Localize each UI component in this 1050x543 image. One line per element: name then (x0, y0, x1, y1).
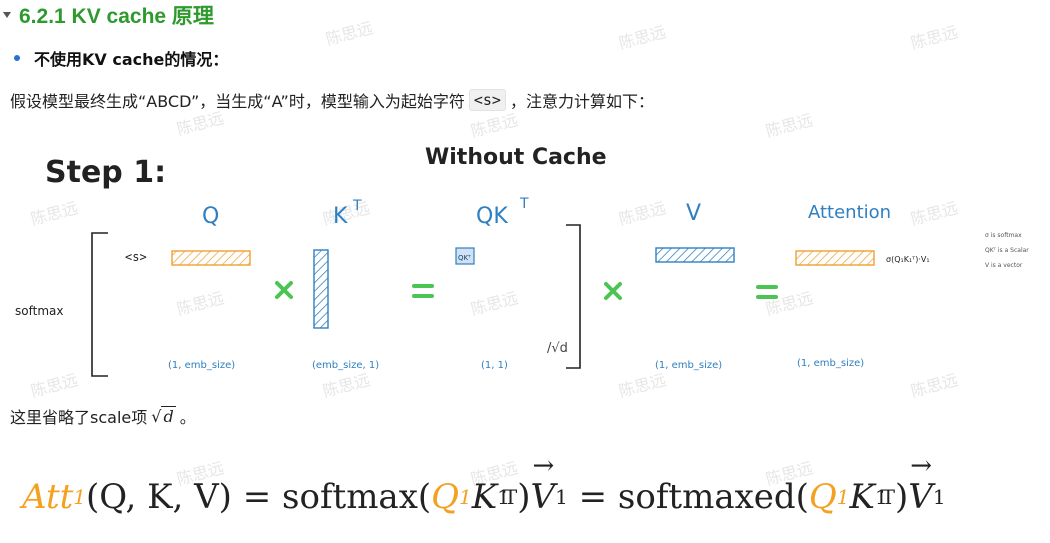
watermark: 陈思远 (616, 22, 669, 53)
k-symbol-2: K (849, 477, 875, 517)
paragraph: 假设模型最终生成“ABCD”，当生成“A”时，模型输入为起始字符 <s> ，注意… (10, 88, 654, 112)
legend-line-3: V is a vector (985, 262, 1023, 269)
softmax-label: softmax (15, 304, 63, 318)
legend-line-1: σ is softmax (985, 232, 1022, 239)
formula-args: (Q, K, V) = softmax( (86, 477, 432, 517)
col-att-label: Attention (808, 202, 891, 223)
scale-sqrt-d: /√d (547, 341, 568, 356)
collapse-caret-icon[interactable] (3, 12, 11, 18)
scale-note-end: 。 (179, 408, 196, 427)
sqrt-d: √d (151, 405, 176, 426)
formula-close-2: ) (895, 477, 909, 517)
multiply-icon (604, 282, 622, 300)
bullet-dot-icon (14, 55, 20, 61)
radical-sign: √ (151, 406, 162, 426)
inline-code: <s> (468, 89, 506, 111)
watermark: 陈思远 (908, 22, 961, 53)
bullet-text: 不使用KV cache的情况： (34, 50, 229, 69)
qkt-cell-label: QKᵀ (458, 254, 471, 262)
q-vector (171, 250, 251, 266)
scale-note-text: 这里省略了scale项 (10, 408, 148, 427)
formula-eq2: = softmaxed( (567, 477, 809, 517)
attention-expression: σ(Q₁K₁ᵀ)·V₁ (886, 255, 930, 264)
v-vector-symbol-2: V (908, 451, 933, 517)
section-heading[interactable]: 6.2.1 KV cache 原理 (0, 0, 214, 30)
shape-v: (1, emb_size) (655, 360, 722, 371)
equals-icon (756, 285, 778, 299)
figure-title: Without Cache (425, 145, 607, 170)
shape-q: (1, emb_size) (168, 360, 235, 371)
q-symbol: Q (431, 477, 460, 517)
att-symbol: Att (22, 477, 74, 517)
col-v-label: V (686, 201, 701, 226)
paragraph-text-after: ，注意力计算如下： (509, 92, 654, 111)
attention-vector (795, 250, 875, 266)
left-bracket (91, 232, 108, 377)
bullet-item: 不使用KV cache的情况： (14, 46, 228, 70)
qkt-scalar-cell (455, 247, 475, 265)
multiply-icon (275, 281, 293, 299)
watermark: 陈思远 (323, 18, 376, 49)
equals-icon (412, 284, 434, 298)
shape-qkt: (1, 1) (481, 360, 508, 371)
q-subscript-2: 1 (836, 485, 850, 509)
v-subscript: 1 (555, 485, 568, 509)
radicand: d (161, 405, 176, 426)
col-kt-sup: T (352, 198, 362, 214)
k-subscript-2: 1 (874, 485, 888, 509)
v-subscript-2: 1 (932, 485, 946, 509)
k-superscript-2: T (881, 485, 896, 509)
v-vector-symbol: V (531, 451, 556, 517)
paragraph-text-before: 假设模型最终生成“ABCD”，当生成“A”时，模型输入为起始字符 (10, 92, 465, 111)
v-vector (655, 247, 735, 263)
k-superscript: T (503, 485, 518, 509)
kt-vector (313, 249, 329, 329)
q-subscript: 1 (459, 485, 472, 509)
token-label: <s> (125, 250, 147, 264)
shape-kt: (emb_size, 1) (312, 360, 379, 371)
att-subscript: 1 (73, 485, 87, 509)
legend-line-2: QKᵀ is a Scalar (985, 247, 1029, 254)
col-kt-label: K (333, 204, 348, 229)
section-heading-text: 6.2.1 KV cache 原理 (19, 5, 214, 28)
q-symbol-2: Q (808, 477, 837, 517)
right-bracket (566, 224, 581, 369)
formula-close: ) (517, 477, 531, 517)
step-label: Step 1: (45, 155, 166, 190)
k-subscript: 1 (497, 485, 510, 509)
attention-figure: Step 1: Without Cache Q K T QK T V Atten… (15, 145, 1029, 377)
k-symbol: K (471, 477, 498, 517)
col-qkt-sup: T (519, 196, 529, 212)
col-q-label: Q (202, 204, 219, 229)
col-qkt-label: QK (476, 204, 508, 229)
scale-note: 这里省略了scale项 √d 。 (10, 404, 196, 428)
shape-attention: (1, emb_size) (797, 358, 864, 369)
